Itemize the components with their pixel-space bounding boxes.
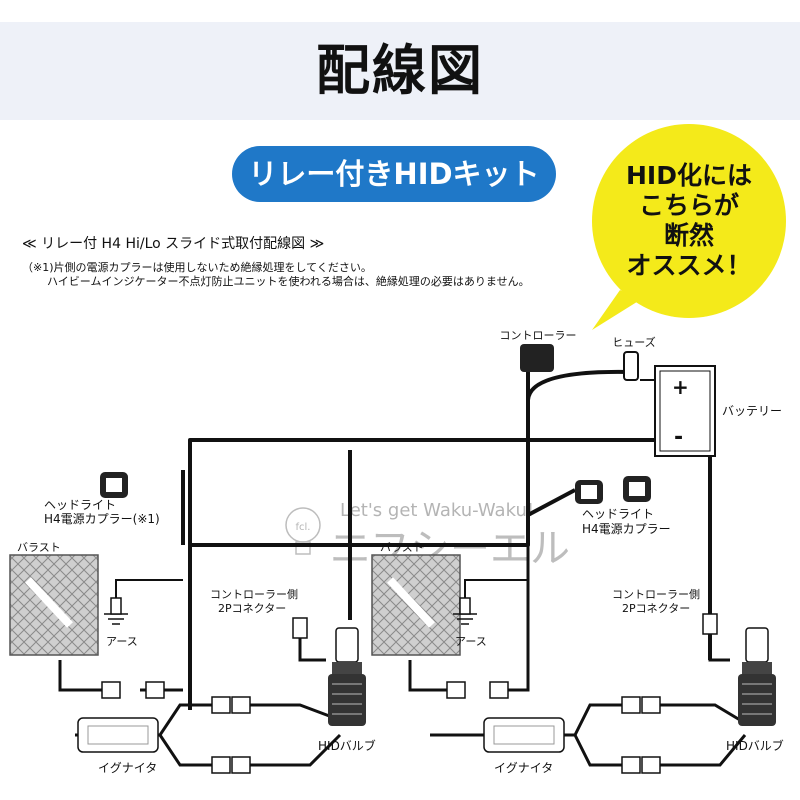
callout-line: HID化には [626,161,752,190]
hid-bulb-icon [328,627,366,726]
ground-label-left: アース [106,635,138,648]
connector-label-left: 2Pコネクター [218,602,286,615]
callout-line: こちらが [639,191,739,220]
coupler-label-right: ヘッドライト [582,507,654,521]
igniter-label-left: イグナイタ [98,761,157,775]
svg-text:+: + [672,375,689,399]
main-harness [181,368,712,710]
watermark-logo: fcl. [296,522,311,533]
ground-wires [115,379,655,600]
battery-icon: + - [654,365,716,457]
2p-connector-icon [702,613,718,635]
igniter-icon [483,717,565,753]
ground-icon [104,597,128,625]
diagram-note: （※1)片側の電源カプラーは使用しないため絶縁処理をしてください。 [22,261,372,274]
header-bar: 配線図 [0,22,800,120]
ballast-label-left: バラスト [17,541,61,554]
ballast-label-right: バラスト [380,541,424,554]
2p-connector-icon [292,617,308,639]
headlight-coupler-icon [623,476,651,502]
bulb-label-left: HIDバルブ [318,738,376,753]
ballast-left [9,554,99,656]
igniter-label-right: イグナイタ [494,761,553,775]
bulb-label-right: HIDバルブ [726,738,784,753]
coupler-label-right: H4電源カプラー [582,522,671,536]
battery-label: バッテリー [722,404,782,418]
fuse-icon [623,351,639,381]
connector-label-right: 2Pコネクター [622,602,690,615]
connector-label-left: コントローラー側 [210,588,298,601]
svg-text:-: - [674,425,683,450]
callout-bubble: HID化には こちらが 断然 オススメ！ [592,124,786,330]
callout-line: オススメ！ [626,251,751,280]
igniter-icon [77,717,159,753]
ground-icon [453,597,477,625]
kit-badge: リレー付きHIDキット [232,146,556,202]
headlight-coupler-icon [575,480,603,504]
coupler-label-left: ヘッドライト [44,498,116,512]
ground-label-right: アース [455,635,487,648]
page-title: 配線図 [316,39,484,102]
callout-line: 断然 [664,221,714,250]
headlight-coupler-icon [100,472,128,498]
watermark-tagline: Let's get Waku-Waku! [340,500,534,521]
connector-label-right: コントローラー側 [612,588,700,601]
controller-label: コントローラー [500,329,577,342]
fuse-label: ヒューズ [612,335,655,349]
diagram-note: ハイビームインジケーター不点灯防止ユニットを使われる場合は、絶縁処理の必要はあり… [47,275,530,288]
hid-bulb-icon [738,627,776,726]
diagram-title: ≪ リレー付 H4 Hi/Lo スライド式取付配線図 ≫ [22,236,325,252]
coupler-label-left: H4電源カプラー(※1) [44,512,160,526]
controller-box [520,344,554,372]
